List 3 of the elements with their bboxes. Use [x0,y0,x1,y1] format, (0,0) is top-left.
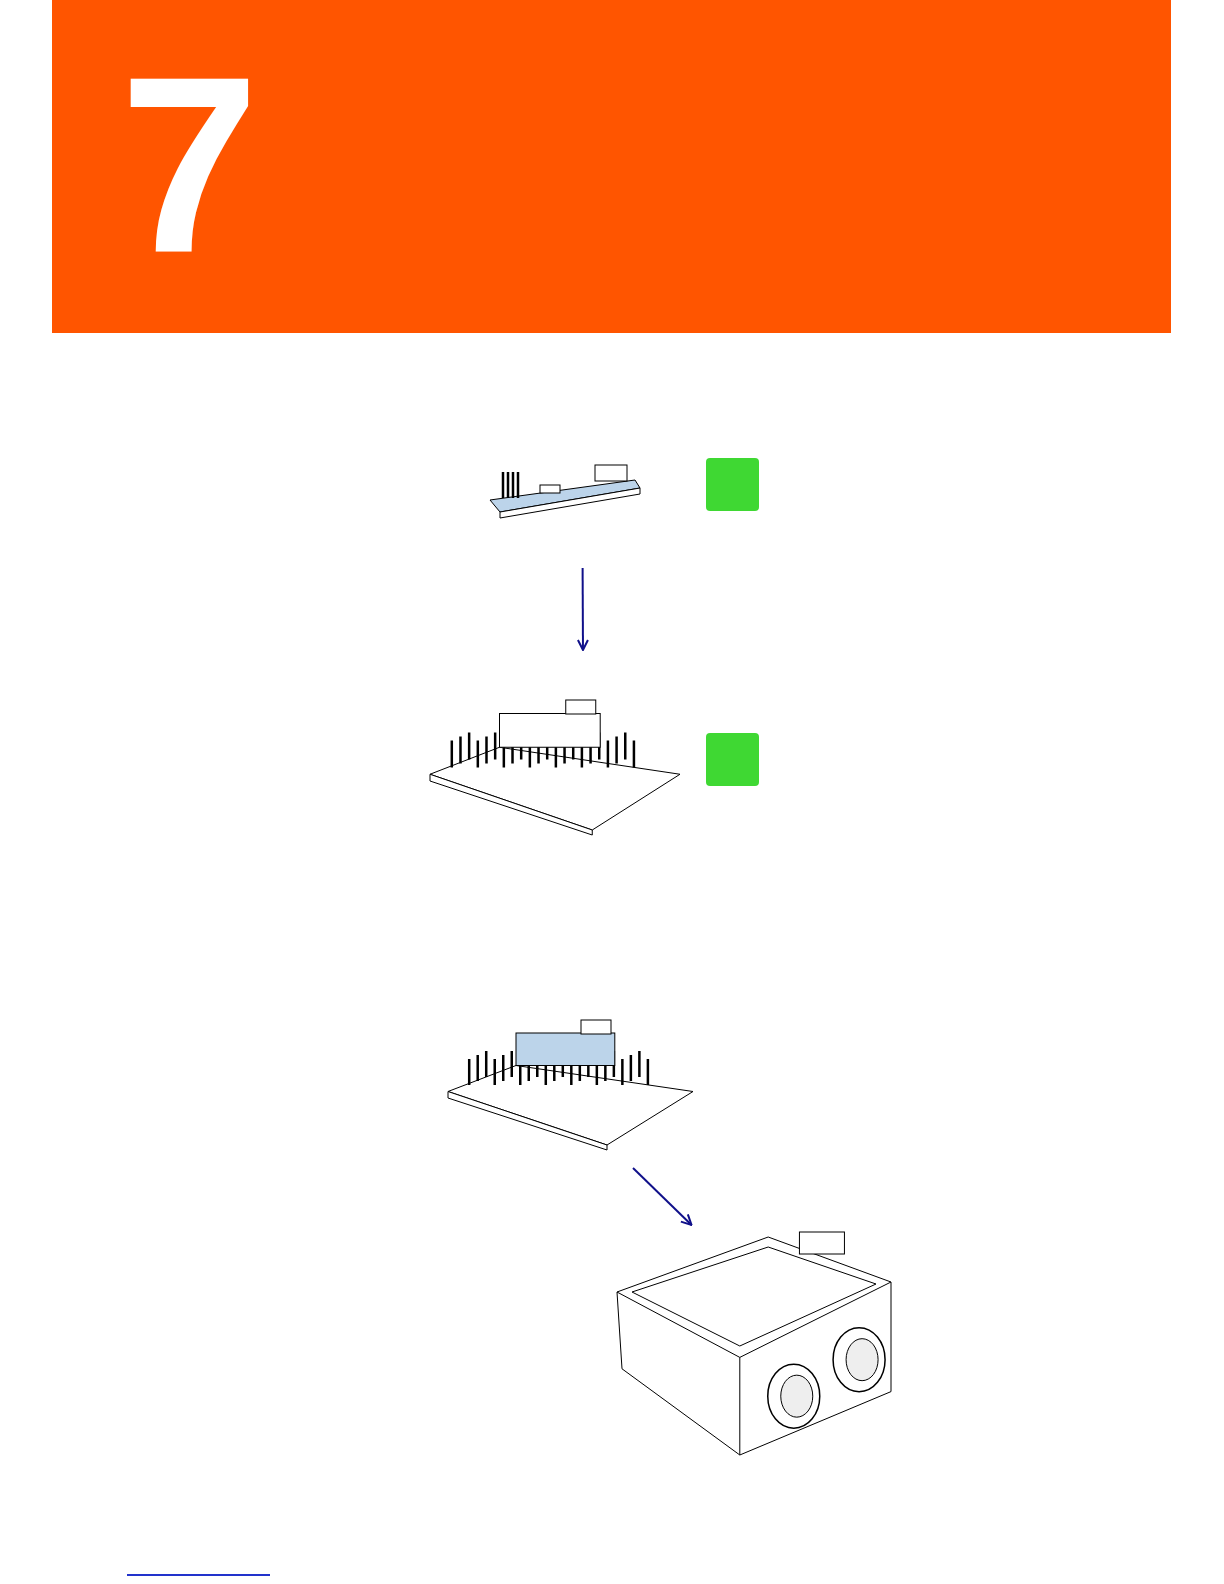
arrow [576,567,589,651]
step-number: 7 [120,40,260,290]
arrow [632,1167,693,1226]
